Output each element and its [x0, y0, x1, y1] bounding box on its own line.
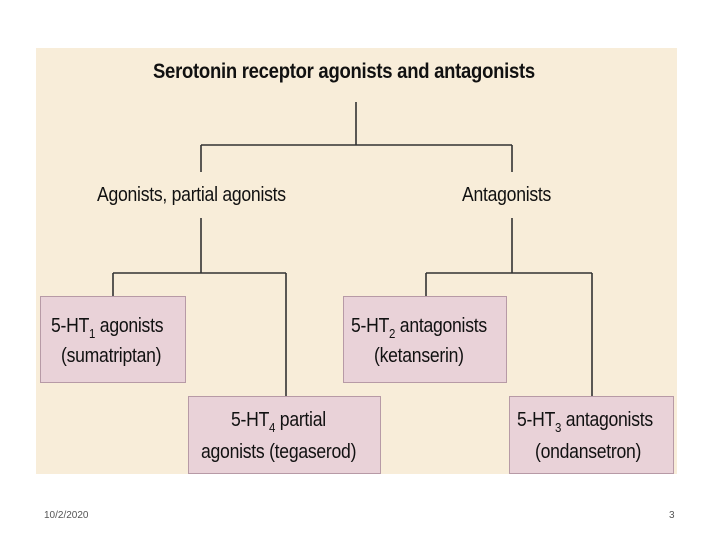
branch-agonists-label: Agonists, partial agonists	[97, 184, 286, 206]
box-5ht3-line1: 5-HT3 antagonists	[517, 409, 653, 435]
box-5ht3-antagonists: 5-HT3 antagonists (ondansetron)	[509, 396, 674, 474]
box-5ht4-line1: 5-HT4 partial	[231, 409, 326, 435]
box-5ht2-antagonists: 5-HT2 antagonists (ketanserin)	[343, 296, 507, 383]
box-5ht2-line2: (ketanserin)	[374, 345, 464, 367]
box-5ht1-line2: (sumatriptan)	[61, 345, 162, 367]
box-5ht4-line2: agonists (tegaserod)	[201, 441, 357, 463]
footer-page-number: 3	[669, 510, 675, 521]
box-5ht3-line2: (ondansetron)	[535, 441, 642, 463]
footer-date: 10/2/2020	[44, 510, 89, 521]
box-5ht1-line1: 5-HT1 agonists	[51, 315, 164, 341]
box-5ht1-agonists: 5-HT1 agonists (sumatriptan)	[40, 296, 186, 383]
branch-antagonists-label: Antagonists	[462, 184, 552, 206]
box-5ht4-partial-agonists: 5-HT4 partial agonists (tegaserod)	[188, 396, 381, 474]
diagram-title: Serotonin receptor agonists and antagoni…	[153, 60, 535, 83]
box-5ht2-line1: 5-HT2 antagonists	[351, 315, 487, 341]
